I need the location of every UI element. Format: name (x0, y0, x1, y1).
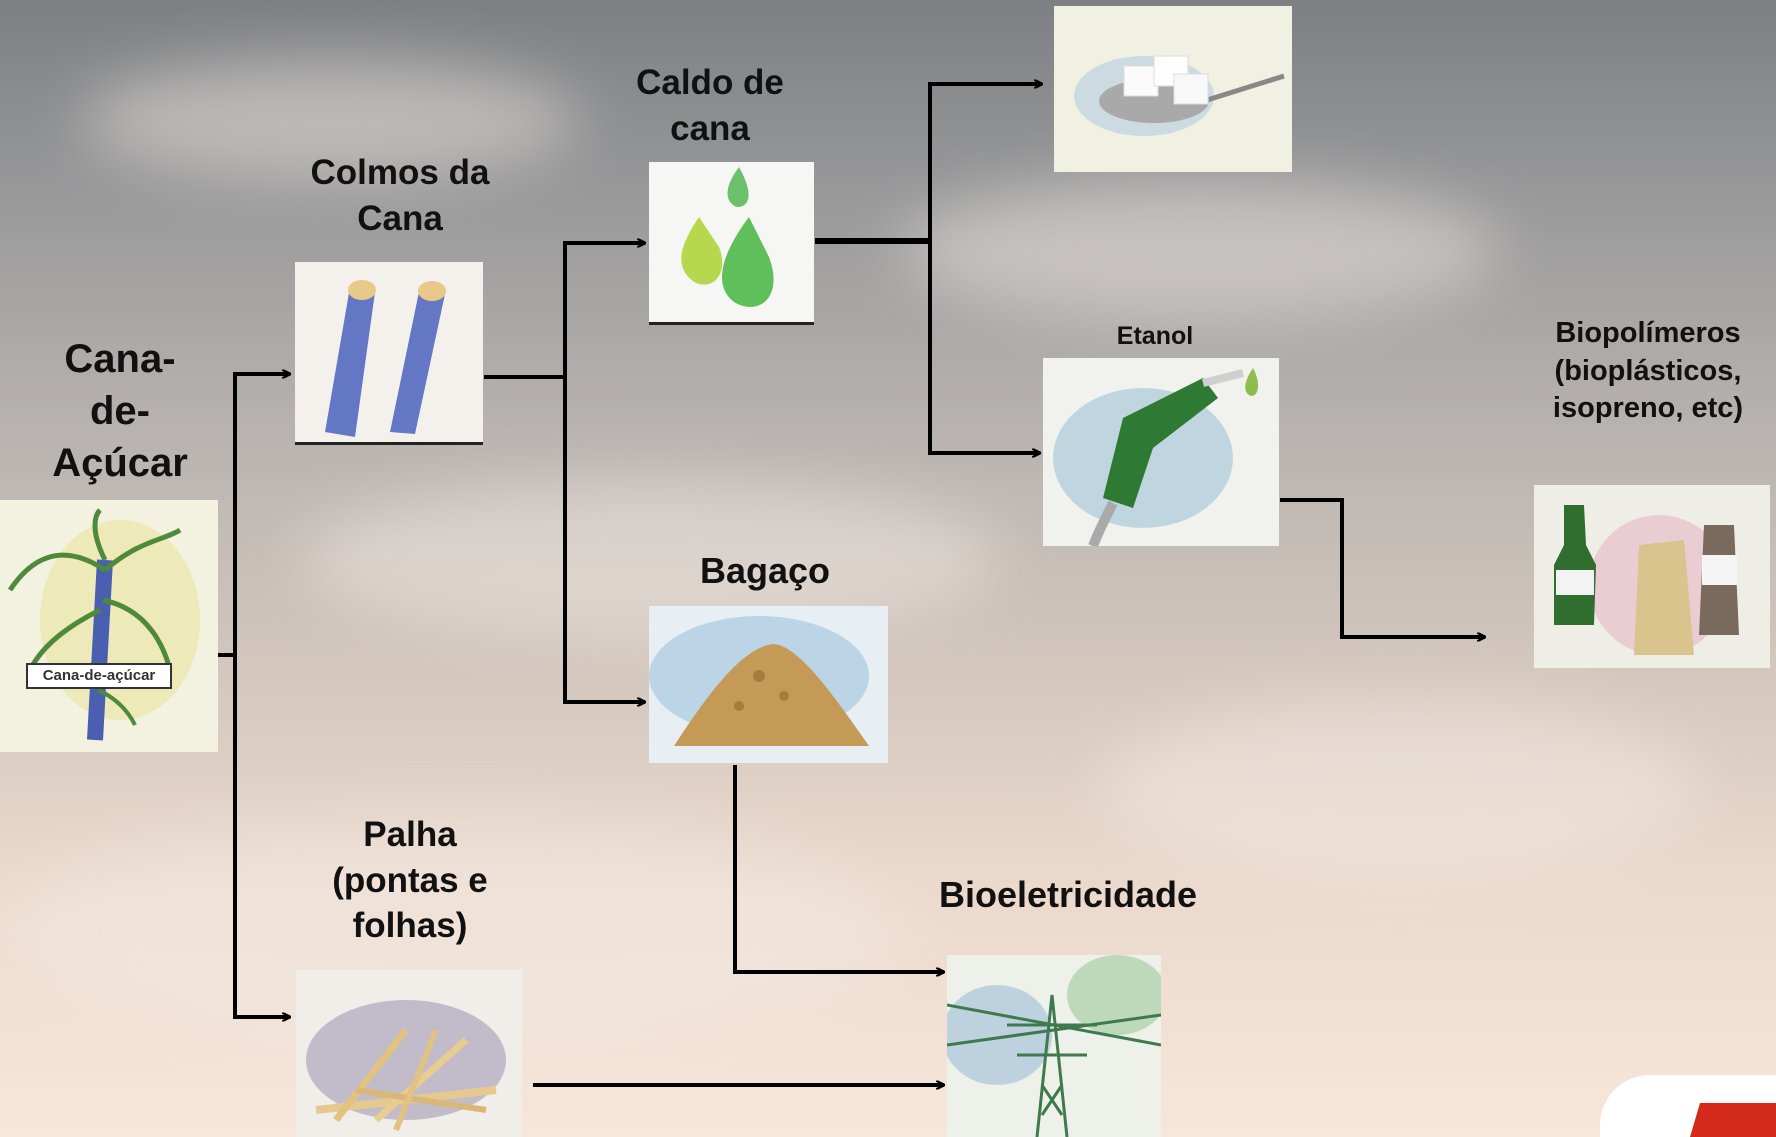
label-caldo: Caldo de cana (636, 63, 784, 148)
power-tower-icon (947, 955, 1161, 1137)
cane-stalks-icon (295, 262, 483, 445)
label-bagaco: Bagaço (699, 550, 831, 591)
logo (1600, 1075, 1776, 1137)
bagasse-pile-icon (649, 606, 888, 763)
edge-etanol-biopolimeros (1280, 498, 1485, 637)
fuel-nozzle-icon (1043, 358, 1279, 546)
edge-colmos-bagaco (563, 377, 645, 702)
edge-cana-palha (233, 655, 290, 1017)
label-biopolimeros: Biopolímeros (bioplásticos, isopreno, et… (1552, 317, 1744, 425)
edge-caldo-etanol (928, 241, 1040, 453)
plastic-bottles-icon (1534, 485, 1770, 668)
edge-colmos-caldo (484, 243, 645, 379)
label-palha: Palha (pontas e folhas) (332, 815, 488, 945)
edge-cana-colmos (233, 374, 290, 655)
label-etanol: Etanol (1116, 322, 1194, 350)
edge-caldo-acucar (928, 84, 1042, 241)
label-colmos: Colmos da Cana (310, 153, 490, 238)
sugarcane-plant-icon (0, 500, 218, 752)
sugarcane-tag: Cana-de-açúcar (26, 663, 172, 689)
edge-bagaco-bioeletricidade (733, 765, 944, 972)
label-cana: Cana- de- Açúcar (52, 337, 188, 485)
juice-drops-icon (649, 162, 814, 325)
straw-icon (296, 970, 522, 1137)
label-bioeletricidade: Bioeletricidade (938, 874, 1198, 915)
sugar-cubes-spoon-icon (1054, 6, 1292, 172)
